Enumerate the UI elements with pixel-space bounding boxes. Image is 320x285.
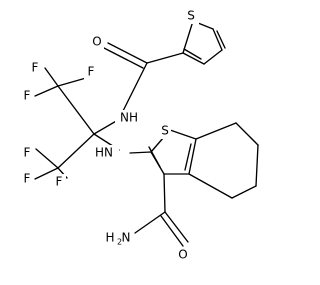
bond-c5-c4 xyxy=(231,185,257,199)
label-bg-f5 xyxy=(20,171,34,187)
label-bg-f6 xyxy=(52,174,66,190)
label-bg-nh1 xyxy=(115,110,143,126)
label-bg-s2 xyxy=(158,123,171,139)
bond-c4-c3a xyxy=(188,173,233,199)
bond-c7a-c7 xyxy=(195,122,237,140)
bond-cf3-top-f-up xyxy=(44,67,59,87)
bond-c7a-c3a-double xyxy=(184,143,192,171)
bond-s-c7a xyxy=(169,129,197,140)
benzothiophene-sulfur-label: S xyxy=(161,124,169,138)
bond-carbonyl-nh2 xyxy=(134,211,166,234)
bond-central-cf3-top xyxy=(57,85,95,135)
bond-c3-c2-double xyxy=(148,146,161,168)
bond-c3-c2-double xyxy=(183,48,202,60)
bond-hn-c2 xyxy=(129,151,152,154)
amide-nh2-h-label: H xyxy=(105,231,114,245)
bond-carbonyl-oxygen-double xyxy=(160,215,184,247)
label-bg-s1 xyxy=(185,8,199,24)
bond-c4-c3 xyxy=(203,49,223,65)
label-bg-o1 xyxy=(90,34,104,50)
top-amide xyxy=(103,42,184,112)
label-bg-f2 xyxy=(84,64,98,80)
fluorine-label-2: F xyxy=(88,65,95,79)
label-bg-f3 xyxy=(20,88,34,104)
bond-c7a-c3a xyxy=(188,138,197,175)
bond-central-cf3-bottom xyxy=(57,133,95,169)
bond-c5-c4 xyxy=(212,28,223,51)
fluorine-label-3: F xyxy=(24,89,31,103)
fluorine-label-6: F xyxy=(56,175,63,189)
molecule-diagram: S O NH F F F F F F HN S H 2 N O xyxy=(20,8,259,263)
bond-cf3-bottom-f-up xyxy=(35,148,59,169)
bottom-carboxamide xyxy=(134,173,189,247)
central-framework xyxy=(34,67,120,180)
top-amide-nh-label: NH xyxy=(120,111,138,125)
top-carbonyl-oxygen-label: O xyxy=(92,35,101,49)
benzothiophene xyxy=(129,122,259,199)
amide-nh2-n-label: N xyxy=(122,231,131,245)
bond-cf3-top-f-right xyxy=(57,77,87,87)
amide-nh2-subscript-label: 2 xyxy=(117,238,122,247)
bond-c3-carbonyl xyxy=(163,173,166,213)
fluorine-label-1: F xyxy=(32,61,39,75)
bond-carbonyl-oxygen xyxy=(164,211,189,243)
bond-ring-carbonyl xyxy=(146,52,184,64)
label-bg-hn xyxy=(90,145,119,161)
bond-c2-s xyxy=(182,20,194,54)
fluorine-label-4: F xyxy=(24,146,31,160)
bond-c5-c4-double xyxy=(216,30,226,49)
bond-cf3-top-f-left xyxy=(34,85,59,97)
amine-hn-label: HN xyxy=(95,146,113,160)
thiophene-ring xyxy=(182,20,226,65)
bond-carbonyl-oxygen xyxy=(107,42,148,64)
bond-nh-central-carbon xyxy=(93,119,119,135)
structure-svg: S O NH F F F F F F HN S H 2 N O xyxy=(20,8,259,263)
bond-c3-c2 xyxy=(182,52,205,65)
bond-carbonyl-nh xyxy=(122,62,148,112)
label-bg-o2 xyxy=(176,247,190,263)
thiophene-sulfur-label: S xyxy=(187,9,195,23)
label-bg-f4 xyxy=(20,145,34,161)
label-bg-nh2 xyxy=(103,230,133,246)
label-bg-f1 xyxy=(28,60,42,76)
bond-carbonyl-oxygen-double xyxy=(103,47,144,69)
fluorine-label-5: F xyxy=(24,172,31,186)
bond-c6-c5 xyxy=(255,144,259,187)
bond-c7-c6 xyxy=(235,122,259,146)
bottom-carbonyl-oxygen-label: O xyxy=(178,248,187,262)
bond-cf3-bottom-f-left xyxy=(34,167,59,180)
